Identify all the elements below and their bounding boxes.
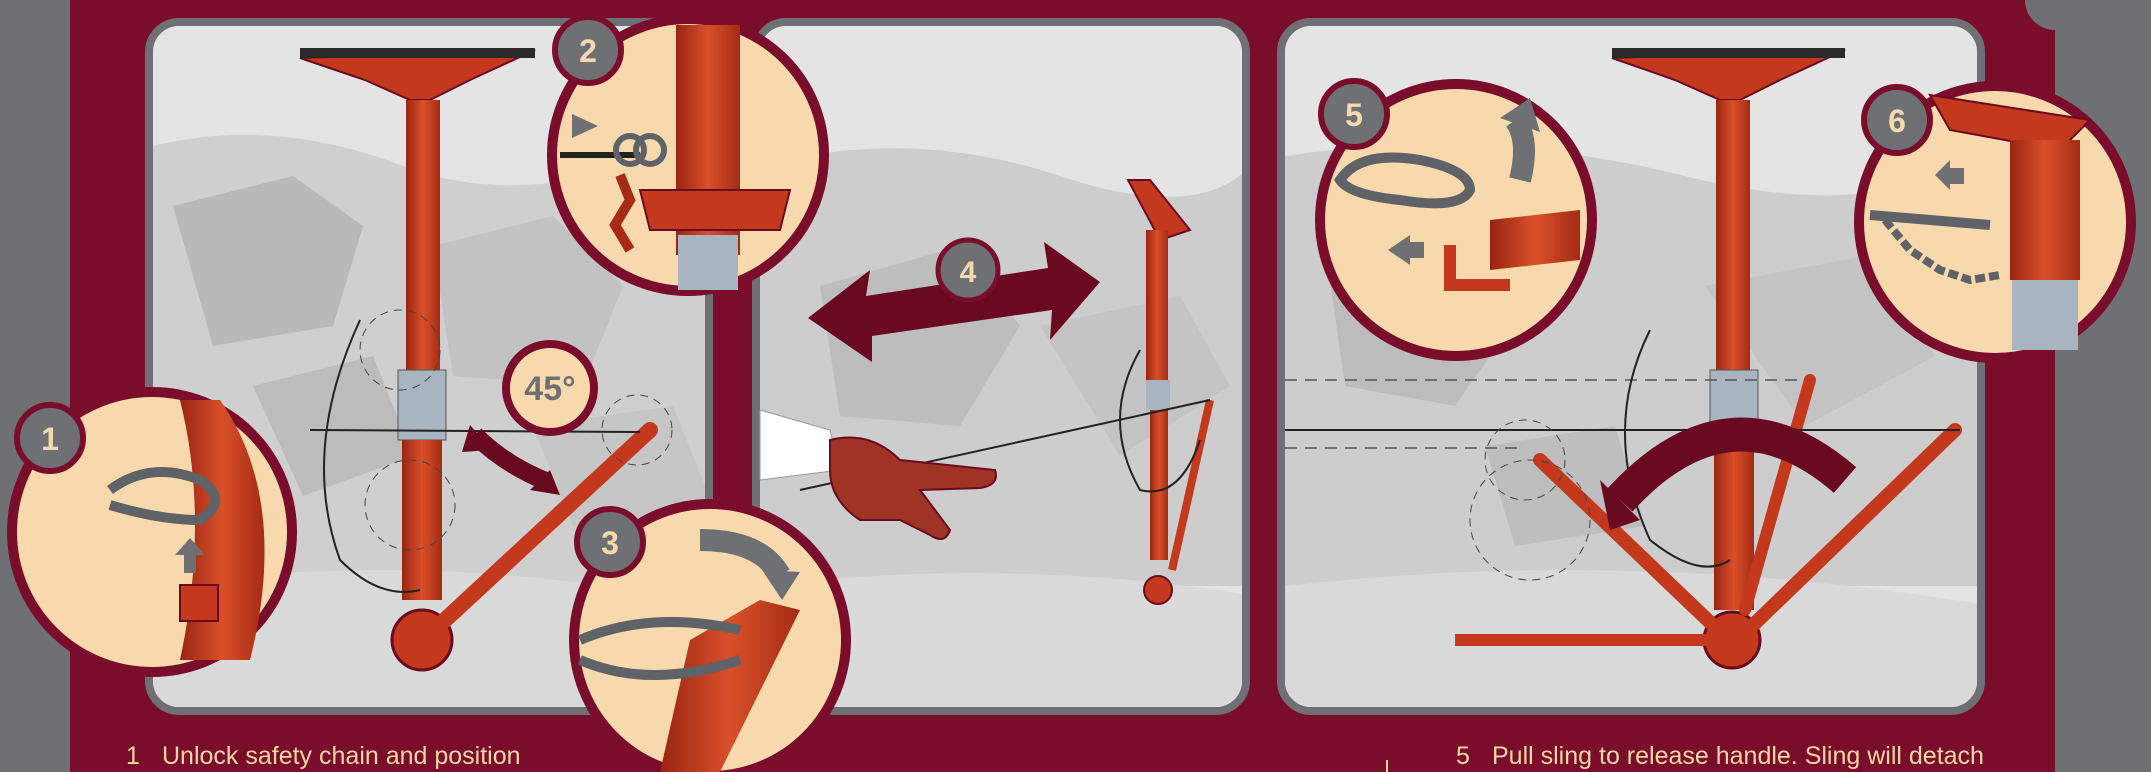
rock-background-right (1285, 26, 1977, 707)
caption-text: Unlock safety chain and position (162, 742, 521, 770)
caption-divider (1386, 760, 1388, 772)
caption-number: 5 (1456, 742, 1470, 770)
caption-number: 1 (126, 742, 140, 770)
caption-step-5: 5 Pull sling to release handle. Sling wil… (1456, 742, 1984, 771)
caption-text: Pull sling to release handle. Sling will… (1492, 742, 1984, 770)
scene-panel-left (145, 18, 713, 715)
caption-step-1: 1 Unlock safety chain and position (126, 742, 521, 771)
scene-panel-middle (752, 18, 1250, 715)
rock-background-left (153, 26, 705, 707)
step-number-1: 1 (41, 421, 59, 457)
scene-panel-right (1277, 18, 1985, 715)
rock-background-middle (760, 26, 1242, 707)
